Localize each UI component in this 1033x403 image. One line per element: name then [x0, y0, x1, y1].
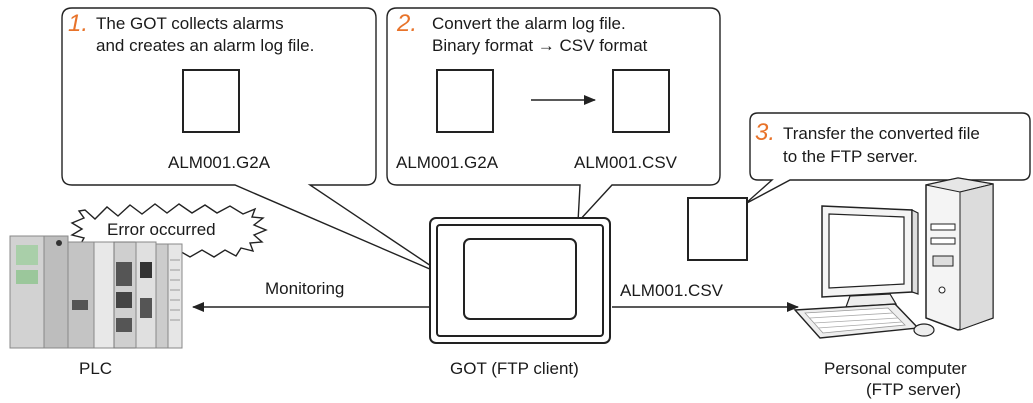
step1-number: 1. [68, 10, 89, 37]
step3-number: 3. [755, 119, 776, 146]
step1-file-label: ALM001.G2A [168, 153, 271, 172]
file-icon-g2a-step2 [436, 69, 494, 133]
pc-device [793, 177, 994, 339]
step2-target-file-label: ALM001.CSV [574, 153, 677, 172]
step1-line2: and creates an alarm log file. [96, 36, 315, 55]
callout-step2 [386, 7, 721, 224]
got-label: GOT (FTP client) [450, 359, 579, 378]
step2-line1: Convert the alarm log file. [432, 14, 626, 33]
step3-line2: to the FTP server. [783, 147, 918, 166]
plc-device [9, 235, 183, 349]
pc-label-line1: Personal computer [824, 359, 967, 378]
step3-line1: Transfer the converted file [783, 124, 980, 143]
file-icon-csv-transfer [687, 197, 748, 261]
file-icon-csv-step2 [612, 69, 670, 133]
file-icon-g2a-step1 [182, 69, 240, 133]
step2-line2: Binary format → CSV format [432, 36, 648, 55]
callout-step3 [744, 112, 1031, 205]
transfer-file-label: ALM001.CSV [620, 281, 723, 300]
step2-number: 2. [397, 10, 418, 37]
step2-source-file-label: ALM001.G2A [396, 153, 499, 172]
plc-label: PLC [79, 359, 113, 378]
monitoring-label: Monitoring [265, 279, 345, 298]
error-occurred-label: Error occurred [107, 220, 216, 239]
pc-label-line2: (FTP server) [866, 380, 962, 399]
callout-step1 [61, 7, 447, 277]
got-device [429, 217, 611, 344]
step1-line1: The GOT collects alarms [96, 14, 284, 33]
